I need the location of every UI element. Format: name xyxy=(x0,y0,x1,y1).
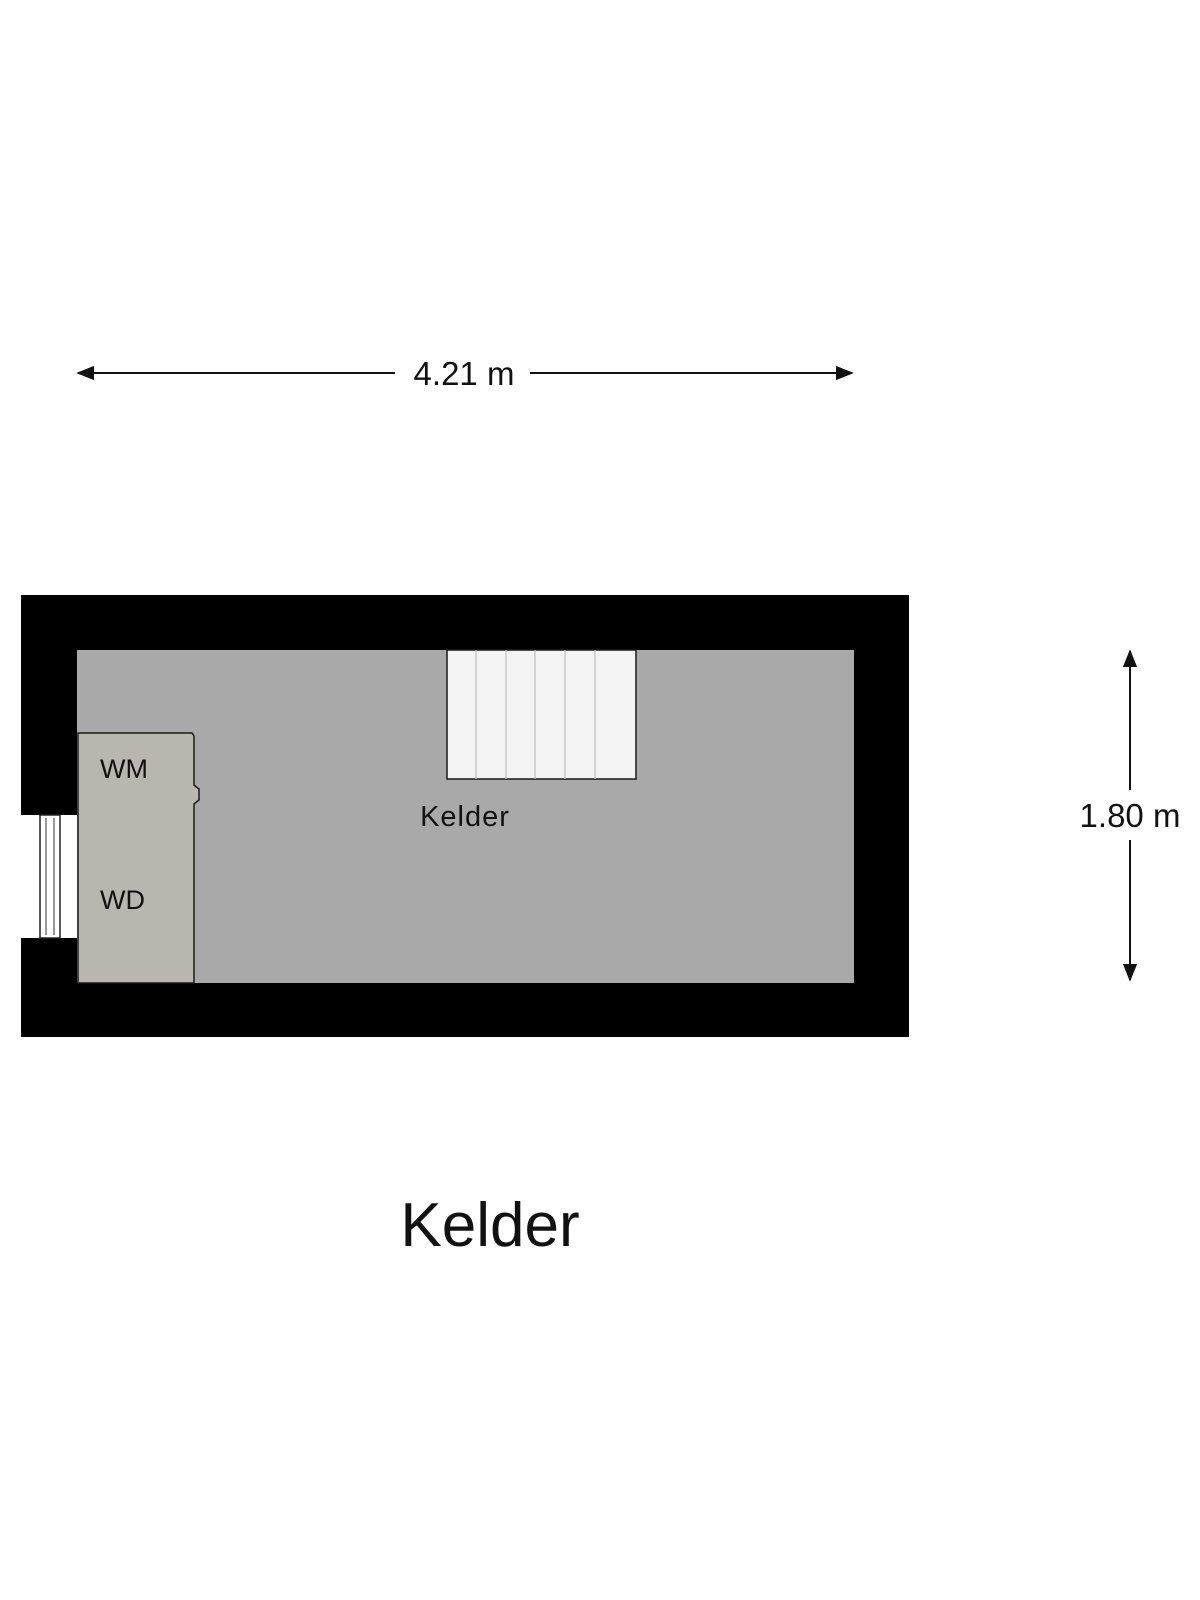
height-dimension: 1.80 m xyxy=(1080,649,1181,982)
appliance-block xyxy=(77,732,200,984)
width-dimension: 4.21 m xyxy=(76,355,854,392)
washing-machine-label: WM xyxy=(100,754,148,784)
window-frame xyxy=(39,814,61,939)
staircase xyxy=(446,649,637,780)
room-label: Kelder xyxy=(420,801,510,833)
floor-title: Kelder xyxy=(400,1191,579,1260)
height-dimension-label: 1.80 m xyxy=(1080,797,1181,834)
laundry-appliances: WM WD xyxy=(77,732,200,984)
dryer-label: WD xyxy=(100,885,145,915)
width-dimension-label: 4.21 m xyxy=(414,355,515,392)
staircase-outline xyxy=(446,649,637,780)
